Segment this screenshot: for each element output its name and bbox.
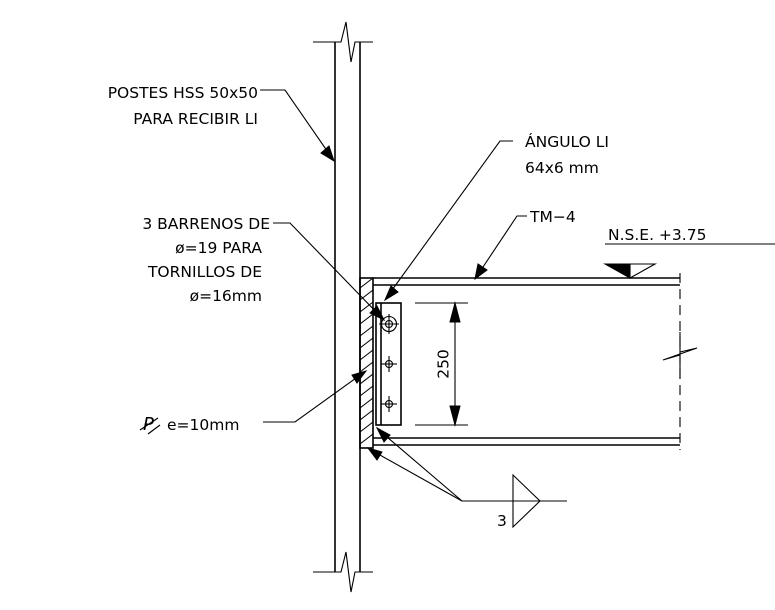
bottom-break-line (313, 551, 373, 593)
beam-break-line (662, 332, 698, 378)
dimension-250: 250 (415, 301, 468, 427)
label-beam-mark: TM−4 (529, 208, 576, 226)
leader-barrenos (273, 222, 386, 322)
top-break-line (313, 21, 373, 63)
level-triangle-icon (603, 243, 775, 279)
bolt-hole-icon (379, 314, 399, 334)
label-level-tag: N.S.E. +3.75 (608, 226, 706, 244)
leader-postes (260, 89, 335, 163)
dimension-value: 250 (435, 349, 453, 379)
leader-tm4 (474, 215, 527, 281)
label-plate: e=10mm (167, 416, 239, 434)
leader-angulo (383, 140, 513, 302)
bolt-hole-icon (381, 356, 397, 372)
clip-angle (375, 302, 402, 426)
hss-post (313, 21, 373, 593)
leader-plate (263, 370, 368, 423)
label-postes-line1: POSTES HSS 50x50 (108, 84, 258, 102)
beam-tm4 (373, 273, 698, 450)
label-barrenos-line4: ø=16mm (190, 287, 262, 305)
label-angulo-line2: 64x6 mm (525, 159, 599, 177)
label-angulo-line1: ÁNGULO LI (525, 132, 609, 151)
base-plate (359, 277, 374, 449)
label-weld-size: 3 (497, 512, 507, 530)
label-barrenos-line2: ø=19 PARA (175, 239, 262, 257)
label-barrenos-line3: TORNILLOS DE (147, 263, 262, 281)
plate-symbol-icon: P (139, 414, 161, 435)
label-postes-line2: PARA RECIBIR LI (133, 110, 258, 128)
label-barrenos-line1: 3 BARRENOS DE (142, 215, 270, 233)
bolt-hole-icon (381, 396, 397, 412)
fillet-weld-symbol-icon (366, 426, 567, 529)
